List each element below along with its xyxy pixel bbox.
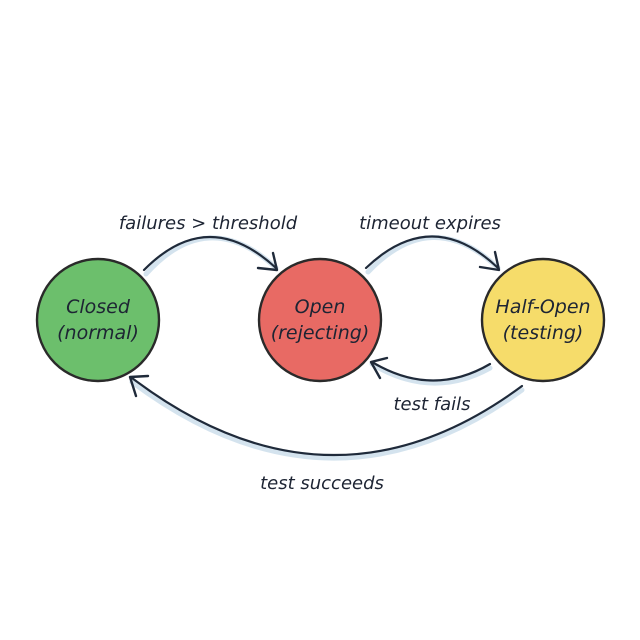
state-closed-subtitle: (normal): [57, 322, 139, 344]
edge-open-to-half-open: [364, 235, 501, 275]
state-node-closed[interactable]: Closed (normal): [35, 257, 161, 383]
state-closed-title: Closed: [66, 296, 131, 318]
edge-label-timeout-expires: timeout expires: [359, 213, 501, 234]
edge-label-test-succeeds: test succeeds: [260, 473, 384, 494]
state-node-half-open[interactable]: Half-Open (testing): [480, 257, 606, 383]
edge-label-failures-threshold: failures > threshold: [119, 213, 298, 234]
state-circle-open: [257, 257, 383, 383]
state-open-title: Open: [295, 296, 346, 318]
state-node-open[interactable]: Open (rejecting): [257, 257, 383, 383]
state-half-open-subtitle: (testing): [503, 322, 584, 344]
state-circle-half-open: [480, 257, 606, 383]
state-circle-closed: [35, 257, 161, 383]
edge-closed-to-open: [142, 235, 279, 277]
edge-half-open-to-open: [369, 356, 493, 386]
edge-label-test-fails: test fails: [393, 394, 470, 415]
state-open-subtitle: (rejecting): [271, 322, 370, 344]
edge-half-open-to-closed: [128, 374, 525, 461]
state-half-open-title: Half-Open: [495, 296, 590, 318]
